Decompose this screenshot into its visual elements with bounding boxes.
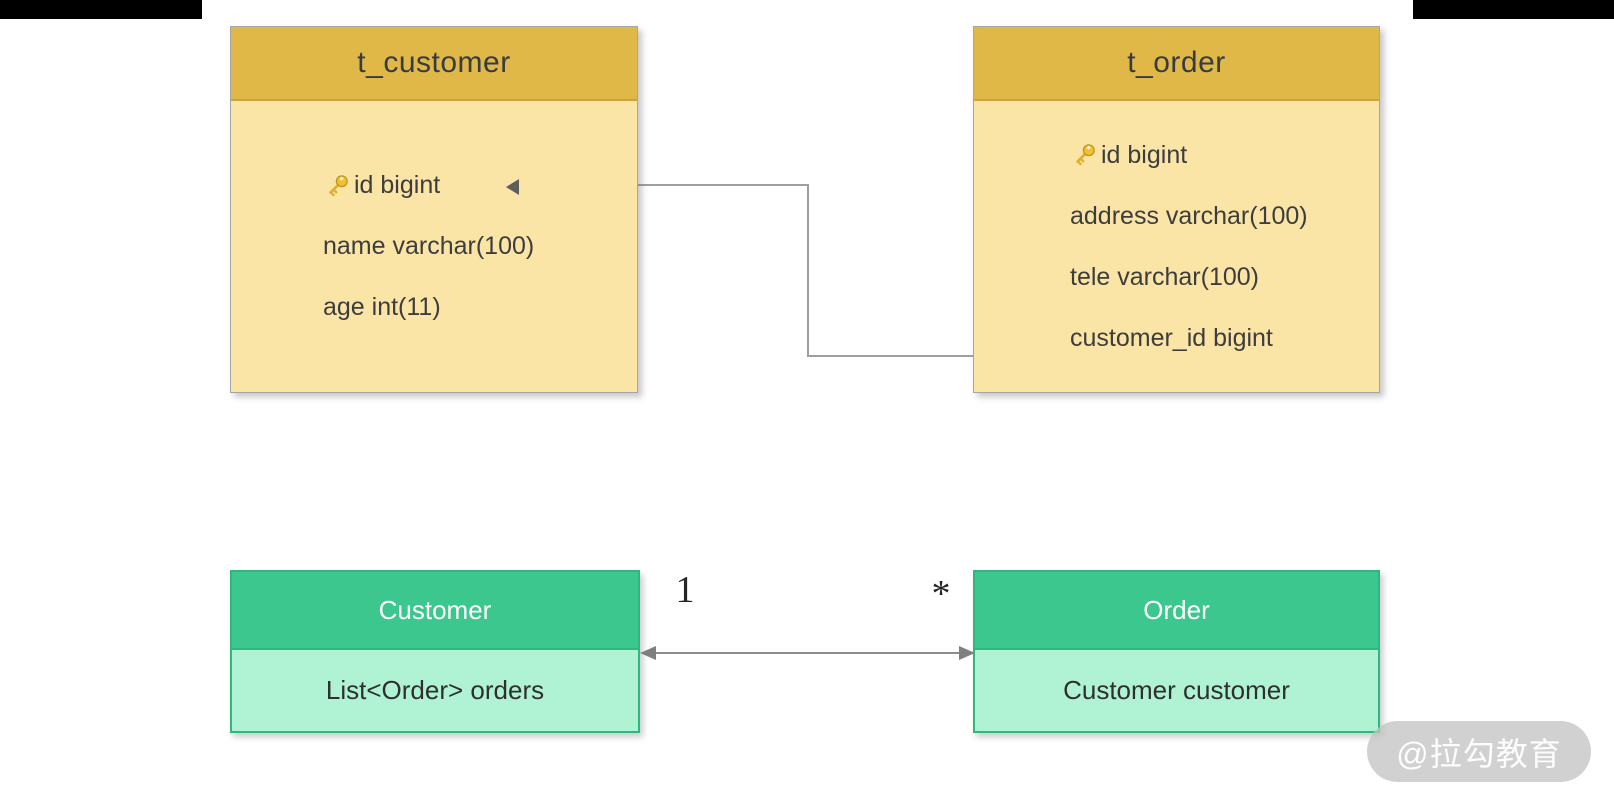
field-label: address varchar(100) (1070, 201, 1308, 230)
class-title-order: Order (975, 572, 1378, 650)
cursor-arrow-icon (506, 179, 519, 195)
table-field-row: age int(11) (323, 277, 637, 338)
class-title-customer: Customer (232, 572, 638, 650)
class-attribute-order: Customer customer (975, 650, 1378, 731)
class-attribute-customer: List<Order> orders (232, 650, 638, 731)
field-label: customer_id bigint (1070, 323, 1273, 352)
top-left-black-bar (0, 0, 202, 19)
table-fields-t-order: id bigint address varchar(100) tele varc… (974, 101, 1379, 392)
watermark-badge: @拉勾教育 (1367, 721, 1591, 782)
table-field-row: address varchar(100) (1070, 186, 1379, 247)
table-field-row: id bigint (1070, 125, 1379, 186)
primary-key-icon (1076, 144, 1095, 166)
class-node-customer: Customer List<Order> orders (230, 570, 640, 733)
table-field-row: tele varchar(100) (1070, 247, 1379, 308)
table-title-t-customer: t_customer (231, 27, 637, 101)
table-node-t-customer: t_customer id bigint name varchar(100) (230, 26, 638, 393)
table-title-t-order: t_order (974, 27, 1379, 101)
primary-key-icon (329, 174, 348, 196)
table-node-t-order: t_order id bigint address varchar(100) (973, 26, 1380, 393)
field-label: id bigint (354, 171, 441, 199)
field-label: name varchar(100) (323, 232, 535, 260)
field-label: id bigint (1101, 140, 1188, 169)
watermark-text: @拉勾教育 (1396, 735, 1562, 772)
table-field-row: id bigint (323, 155, 637, 216)
table-field-row: name varchar(100) (323, 216, 637, 277)
multiplicity-label-many: * (931, 573, 951, 615)
class-node-order: Order Customer customer (973, 570, 1380, 733)
association-arrow (640, 646, 975, 660)
table-fields-t-customer: id bigint name varchar(100) age int(11) (231, 101, 637, 392)
top-right-black-bar (1413, 0, 1614, 19)
multiplicity-label-one: 1 (675, 569, 695, 611)
table-field-row: customer_id bigint (1070, 308, 1379, 369)
field-label: age int(11) (323, 293, 441, 321)
table-relationship-connector (638, 184, 976, 357)
field-label: tele varchar(100) (1070, 262, 1259, 291)
